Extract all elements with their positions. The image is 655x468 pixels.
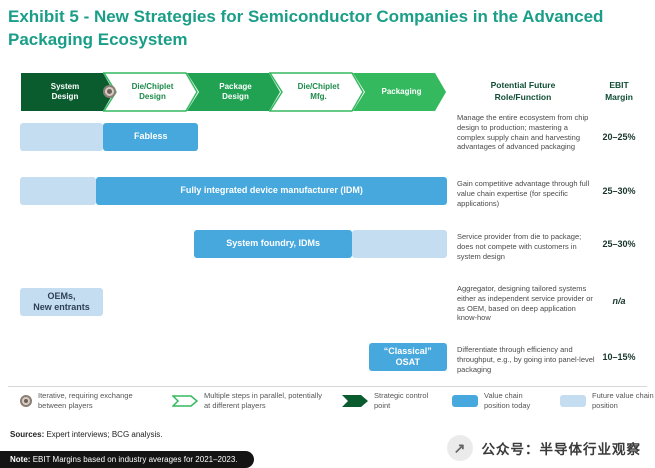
chain-stage-1: System Design xyxy=(20,72,115,112)
chain-stage-label: System Design xyxy=(50,82,80,101)
legend-item-today: Value chain position today xyxy=(452,391,544,411)
sources-line: Sources: Expert interviews; BCG analysis… xyxy=(10,430,163,439)
legend-item-parallel-steps: Multiple steps in parallel, potentially … xyxy=(172,391,328,411)
role-description-oems: Aggregator, designing tailored systems e… xyxy=(457,284,593,323)
legend-label: Future value chain position xyxy=(592,391,654,410)
future-position-segment xyxy=(20,177,97,205)
iterative-exchange-icon xyxy=(103,85,116,98)
watermark: ↗ 公众号：半导体行业观察 xyxy=(446,435,642,461)
chain-stage-5: Packaging xyxy=(352,72,447,112)
column-header-role: Potential Future Role/Function xyxy=(490,80,556,102)
role-description-osat: Differentiate through efficiency and thr… xyxy=(457,345,595,374)
note-bar: Note: EBIT Margins based on industry ave… xyxy=(0,451,254,468)
legend-item-strategic-control: Strategic control point xyxy=(342,391,432,411)
legend-label: Strategic control point xyxy=(374,391,429,410)
iterative-icon xyxy=(20,394,32,407)
row-bar-osat: “Classical” OSAT xyxy=(20,343,452,371)
legend-item-iterative: Iterative, requiring exchange between pl… xyxy=(20,391,150,411)
future-position-segment: OEMs, New entrants xyxy=(20,288,103,316)
watermark-text: 公众号：半导体行业观察 xyxy=(481,442,641,457)
parallel-steps-icon xyxy=(172,395,198,407)
legend-label: Multiple steps in parallel, potentially … xyxy=(204,391,322,410)
strategic-control-icon xyxy=(342,394,368,407)
chain-stage-label: Die/Chiplet Design xyxy=(131,82,174,101)
role-description-fabless: Manage the entire ecosystem from chip de… xyxy=(457,113,589,152)
row-bar-fabless: Fabless xyxy=(20,123,452,151)
chain-stage-3: Package Design xyxy=(186,72,281,112)
today-position-segment: Fabless xyxy=(103,123,199,151)
ebit-value-osat: 10–15% xyxy=(602,352,636,362)
chain-stage-2: Die/Chiplet Design xyxy=(103,72,198,112)
today-position-segment: System foundry, IDMs xyxy=(194,230,352,258)
role-description-system-foundry: Service provider from die to package; do… xyxy=(457,232,582,261)
role-description-idm: Gain competitive advantage through full … xyxy=(457,179,590,208)
chain-stage-label: Packaging xyxy=(381,87,422,96)
today-swatch-icon xyxy=(452,394,478,407)
page-title: Exhibit 5 - New Strategies for Semicondu… xyxy=(8,7,604,49)
player-label: OEMs, New entrants xyxy=(33,290,90,312)
share-icon: ↗ xyxy=(446,435,473,461)
today-position-segment: Fully integrated device manufacturer (ID… xyxy=(96,177,447,205)
today-position-segment: “Classical” OSAT xyxy=(368,343,447,371)
sources-label: Sources: xyxy=(10,430,45,439)
future-position-segment xyxy=(20,123,103,151)
chain-stage-label: Die/Chiplet Mfg. xyxy=(297,82,340,101)
future-swatch-icon xyxy=(560,394,586,407)
legend-label: Value chain position today xyxy=(484,391,531,410)
legend-item-future: Future value chain position xyxy=(560,391,654,411)
legend-label: Iterative, requiring exchange between pl… xyxy=(38,391,133,410)
value-chain: System Design Die/Chiplet Design Package D… xyxy=(20,72,452,112)
row-bar-idm: Fully integrated device manufacturer (ID… xyxy=(20,177,452,205)
chain-stage-4: Die/Chiplet Mfg. xyxy=(269,72,364,112)
player-label: Fabless xyxy=(133,131,168,142)
row-bar-system-foundry: System foundry, IDMs xyxy=(20,230,452,258)
player-label: Fully integrated device manufacturer (ID… xyxy=(180,185,363,196)
player-label: System foundry, IDMs xyxy=(226,238,321,249)
note-text: EBIT Margins based on industry averages … xyxy=(32,455,238,464)
note-label: Note: xyxy=(10,455,31,464)
legend-divider xyxy=(8,386,647,387)
ebit-value-idm: 25–30% xyxy=(602,186,636,196)
column-header-ebit: EBIT Margin xyxy=(605,80,633,102)
ebit-value-oems: n/a xyxy=(612,296,626,306)
future-position-segment xyxy=(352,230,447,258)
row-bar-oems: OEMs, New entrants xyxy=(20,288,452,316)
ebit-value-system-foundry: 25–30% xyxy=(602,239,636,249)
chain-stage-label: Package Design xyxy=(219,82,252,101)
player-label: “Classical” OSAT xyxy=(383,345,432,367)
sources-text: Expert interviews; BCG analysis. xyxy=(46,430,163,439)
ebit-value-fabless: 20–25% xyxy=(602,132,636,142)
